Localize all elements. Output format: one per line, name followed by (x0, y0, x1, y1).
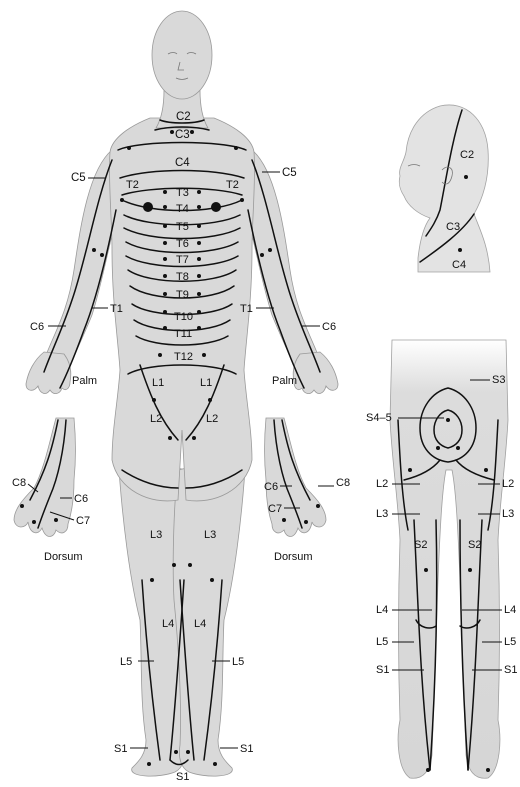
front-label-l3-left: L3 (204, 529, 216, 541)
front-label-t9: T9 (176, 289, 189, 301)
front-label-palm-right: Palm (72, 375, 97, 387)
front-label-l5-right: L5 (120, 656, 132, 668)
front-label-t8: T8 (176, 271, 189, 283)
front-label-t2-left: T2 (226, 179, 239, 191)
back-label-s45: S4–5 (366, 412, 392, 424)
dorsum-left-caption: Dorsum (274, 551, 313, 563)
back-label-l4-right: L4 (504, 604, 516, 616)
head-profile: C2 C3 C4 (399, 105, 490, 272)
back-label-l2-right: L2 (502, 478, 514, 490)
back-legs (390, 340, 508, 778)
dorsum-right-hand: C8 C6 C7 Dorsum (12, 418, 90, 563)
back-label-s3: S3 (492, 374, 505, 386)
front-label-c5-right: C5 (71, 172, 86, 184)
back-label-s1-left: S1 (376, 664, 389, 676)
front-label-t11: T11 (174, 328, 192, 340)
back-label-s2-right: S2 (468, 539, 481, 551)
back-label-l4-left: L4 (376, 604, 388, 616)
dorsum-right-label-c7: C7 (76, 515, 90, 527)
front-label-l3-right: L3 (150, 529, 162, 541)
dorsum-right-label-c8: C8 (12, 477, 26, 489)
front-label-t12: T12 (174, 351, 193, 363)
front-label-s1-center: S1 (176, 771, 189, 783)
front-label-c3: C3 (175, 129, 190, 141)
front-label-t5: T5 (176, 221, 189, 233)
front-label-l5-left: L5 (232, 656, 244, 668)
back-label-l5-left: L5 (376, 636, 388, 648)
head-label-c2: C2 (460, 149, 474, 161)
dorsum-left-label-c8: C8 (336, 477, 350, 489)
head (152, 11, 212, 99)
dorsum-right-label-c6: C6 (74, 493, 88, 505)
dorsum-left-hand: C6 C8 C7 Dorsum (264, 418, 350, 563)
back-label-l3-right: L3 (502, 508, 514, 520)
front-label-s1-right: S1 (114, 743, 127, 755)
front-label-l1-right: L1 (152, 377, 164, 389)
left-leg (173, 455, 246, 776)
front-label-c5-left: C5 (282, 167, 297, 179)
dorsum-left-label-c6: C6 (264, 481, 278, 493)
front-label-c4: C4 (175, 157, 190, 169)
front-label-palm-left: Palm (272, 375, 297, 387)
front-label-l1-left: L1 (200, 377, 212, 389)
head-label-c3: C3 (446, 221, 460, 233)
front-body (26, 11, 338, 776)
front-label-l2-right: L2 (150, 413, 162, 425)
back-view: S3 S4–5 L2 L2 L3 L3 S2 S2 L4 L4 L5 L5 S1… (366, 340, 517, 778)
front-label-c2: C2 (176, 111, 191, 123)
front-label-s1-left: S1 (240, 743, 253, 755)
back-label-l5-right: L5 (504, 636, 516, 648)
front-label-t1-left: T1 (240, 303, 253, 315)
front-label-t10: T10 (174, 311, 193, 323)
head-label-c4: C4 (452, 259, 466, 271)
front-label-t2-right: T2 (126, 179, 139, 191)
dorsum-left-label-c7: C7 (268, 503, 282, 515)
front-label-l4-left: L4 (194, 618, 206, 630)
back-label-l2-left: L2 (376, 478, 388, 490)
left-palm (293, 352, 338, 394)
front-label-t1-right: T1 (110, 303, 123, 315)
right-palm (26, 352, 71, 394)
front-label-c6-left: C6 (322, 321, 336, 333)
back-label-l3-left: L3 (376, 508, 388, 520)
dorsum-right-caption: Dorsum (44, 551, 83, 563)
back-label-s2-left: S2 (414, 539, 427, 551)
back-label-s1-right: S1 (504, 664, 517, 676)
front-label-t4: T4 (176, 203, 189, 215)
front-label-t3: T3 (176, 187, 189, 199)
front-label-c6-right: C6 (30, 321, 44, 333)
front-label-t7: T7 (176, 254, 189, 266)
front-label-t6: T6 (176, 238, 189, 250)
front-label-l2-left: L2 (206, 413, 218, 425)
front-label-l4-right: L4 (162, 618, 174, 630)
